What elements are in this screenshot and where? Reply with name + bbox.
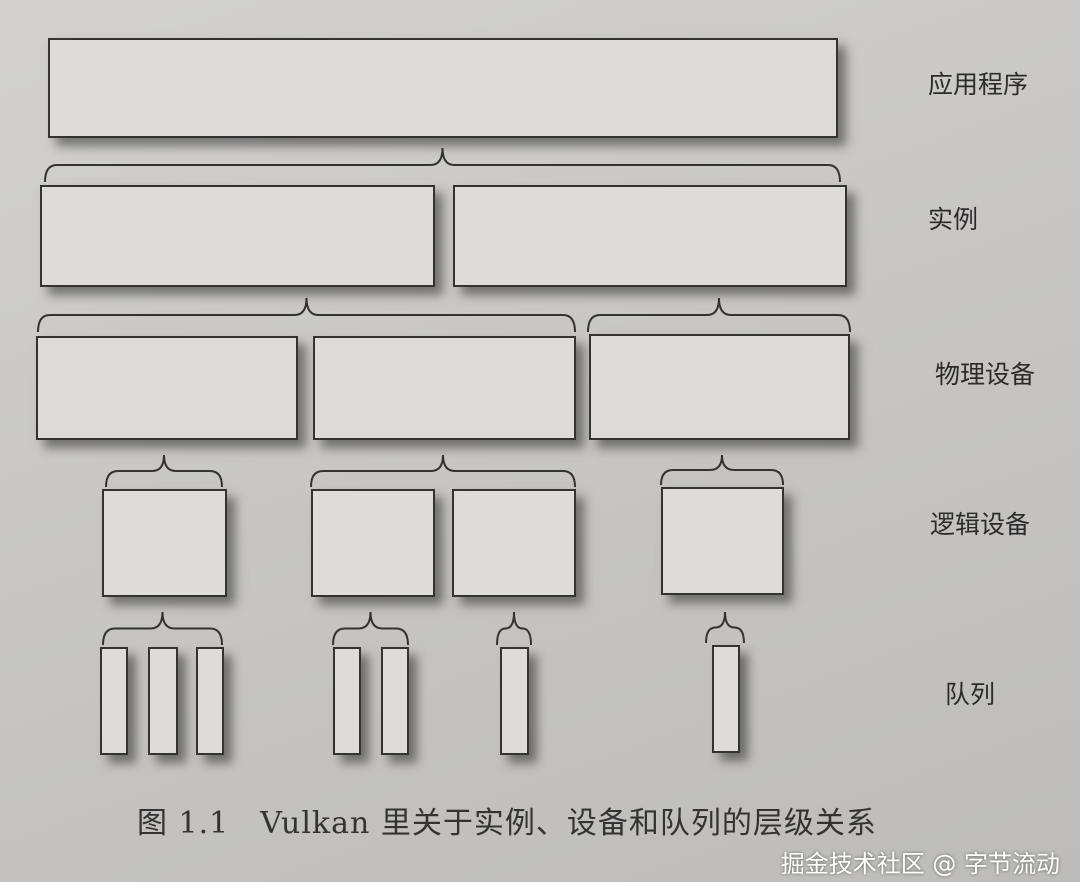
- queue-box: [500, 647, 529, 755]
- watermark: 掘金技术社区 @ 字节流动: [780, 850, 1060, 878]
- brace: [102, 611, 223, 646]
- level-label-physical-device: 物理设备: [935, 360, 1036, 389]
- instance-box: [40, 185, 435, 287]
- application-box: [48, 38, 838, 138]
- queue-box: [381, 647, 409, 755]
- queue-box: [196, 647, 224, 755]
- brace: [587, 297, 851, 333]
- brace: [660, 454, 784, 486]
- brace: [332, 611, 409, 646]
- level-label-instance: 实例: [928, 205, 979, 234]
- logical-device-box: [102, 489, 227, 597]
- logical-device-box: [311, 489, 435, 597]
- physical-device-box: [589, 334, 850, 440]
- brace: [37, 297, 576, 333]
- logical-device-box: [661, 487, 784, 595]
- brace: [705, 611, 745, 644]
- level-label-logical-device: 逻辑设备: [930, 510, 1031, 539]
- brace: [105, 454, 223, 488]
- queue-box: [100, 647, 128, 755]
- brace: [310, 454, 576, 488]
- brace: [496, 611, 532, 646]
- level-label-queue: 队列: [945, 680, 996, 709]
- queue-box: [333, 647, 361, 755]
- queue-box: [712, 645, 740, 753]
- instance-box: [453, 185, 847, 287]
- brace: [44, 147, 841, 183]
- physical-device-box: [313, 336, 576, 440]
- physical-device-box: [36, 336, 298, 440]
- level-label-application: 应用程序: [928, 70, 1029, 99]
- logical-device-box: [452, 489, 576, 597]
- figure-caption: 图 1.1 Vulkan 里关于实例、设备和队列的层级关系: [137, 806, 877, 841]
- queue-box: [148, 647, 178, 755]
